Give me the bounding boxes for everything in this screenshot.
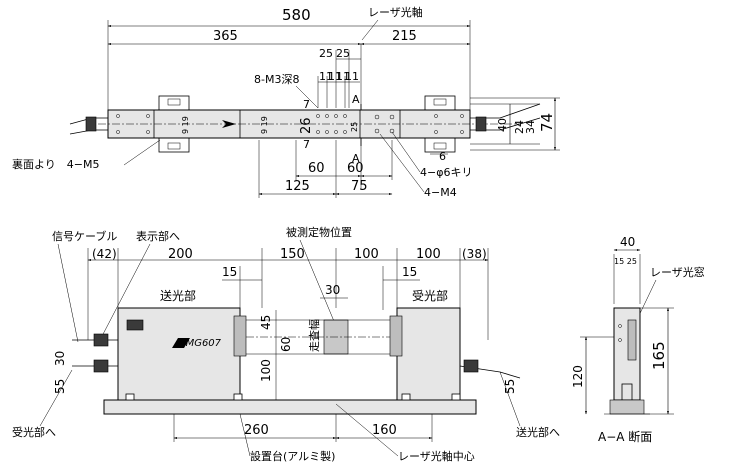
dim-260: 260 [244, 423, 269, 438]
dim-24: 24 [513, 120, 526, 134]
dim-42: (42) [92, 247, 117, 261]
dim-11c: 11 [336, 70, 350, 83]
dim-9-19-mid: 9 19 [260, 116, 269, 134]
dim-74: 74 [538, 113, 556, 132]
label-to-transmitter: 送光部へ [516, 425, 560, 439]
receiver-body [396, 307, 461, 401]
dim-45: 45 [259, 315, 273, 330]
dim-40: 40 [496, 118, 509, 132]
dim-60: 60 [279, 337, 293, 352]
dim-38: (38) [462, 247, 487, 261]
label-receiver: 受光部 [412, 288, 448, 303]
dim-11a: 11 [319, 70, 333, 83]
dim-100b: 100 [416, 247, 441, 262]
label-hole-6: 4−φ6キリ [420, 166, 472, 179]
dim-34: 34 [524, 120, 537, 134]
label-transmitter: 送光部 [160, 288, 196, 303]
label-to-receiver: 受光部へ [12, 425, 56, 439]
section-a-top: A [352, 93, 360, 106]
label-laser-window: レーザ光窓 [650, 265, 705, 279]
front-view: 信号ケーブル 表示部へ (42) 200 150 100 100 (38) 15… [12, 225, 560, 463]
foot-right-bottom [424, 137, 456, 153]
dim-25-small: 25 [350, 122, 359, 132]
dim-7-top: 7 [303, 98, 310, 111]
dim-30-top: 30 [325, 283, 340, 297]
dim-160: 160 [372, 423, 397, 438]
section-view: 40 15 25 レーザ光窓 165 120 A−A 断面 [571, 235, 705, 444]
logo-lmg607: LMG607 [180, 338, 222, 349]
dim-125: 125 [285, 179, 310, 194]
section-caption: A−A 断面 [598, 429, 652, 444]
section-dim-15-25: 15 25 [614, 257, 637, 266]
dim-215: 215 [392, 29, 417, 44]
dim-15a: 15 [222, 265, 237, 279]
section-dim-120: 120 [571, 365, 585, 388]
dim-11d: 11 [345, 70, 359, 83]
beam-direction-arrow-icon [222, 120, 236, 128]
dim-7-bottom: 7 [303, 138, 310, 151]
foot-right-top [424, 95, 456, 111]
label-laser-axis: レーザ光軸 [368, 5, 423, 19]
dim-75: 75 [351, 179, 368, 194]
label-display: 表示部へ [136, 229, 180, 243]
dim-100a: 100 [354, 247, 379, 262]
section-dim-165: 165 [650, 341, 668, 370]
label-m4: 4−M4 [424, 186, 457, 199]
top-body-rail [107, 109, 471, 139]
label-base: 設置台(アルミ製) [250, 449, 335, 463]
dim-15b: 15 [402, 265, 417, 279]
transmitter-window [233, 315, 247, 357]
dim-580: 580 [282, 6, 311, 24]
dim-26: 26 [299, 117, 314, 134]
dim-55-left: 55 [53, 379, 67, 394]
dim-60b: 60 [347, 161, 364, 176]
dim-6: 6 [439, 150, 446, 163]
label-axis-center: レーザ光軸中心 [398, 449, 475, 463]
receiver-window [389, 315, 403, 357]
foot-left-top [158, 95, 190, 111]
label-8m3: 8-M3深8 [254, 73, 299, 86]
label-m5: 裏面より 4−M5 [12, 157, 99, 171]
dim-11b: 11 [328, 70, 342, 83]
dim-200: 200 [168, 247, 193, 262]
dim-25b: 25 [336, 47, 350, 60]
dim-25a: 25 [319, 47, 333, 60]
base-plate [103, 399, 477, 415]
section-base [609, 399, 645, 415]
top-view: 580 365 215 レーザ光軸 25 25 11 11 11 11 8-M3… [12, 5, 560, 199]
section-a-bottom: A [352, 152, 360, 165]
dim-100-v: 100 [259, 359, 273, 382]
dim-150: 150 [280, 247, 305, 262]
foot-left-bottom [158, 137, 190, 153]
label-object-position: 被測定物位置 [286, 225, 352, 239]
dim-60a: 60 [308, 161, 325, 176]
dim-9-19-left: 9 19 [181, 116, 190, 134]
dim-365: 365 [213, 29, 238, 44]
label-scan-width: 走査幅 [307, 319, 321, 352]
section-dim-40: 40 [620, 235, 635, 249]
label-signal-cable: 信号ケーブル [52, 229, 117, 243]
dim-30-left: 30 [53, 351, 67, 366]
